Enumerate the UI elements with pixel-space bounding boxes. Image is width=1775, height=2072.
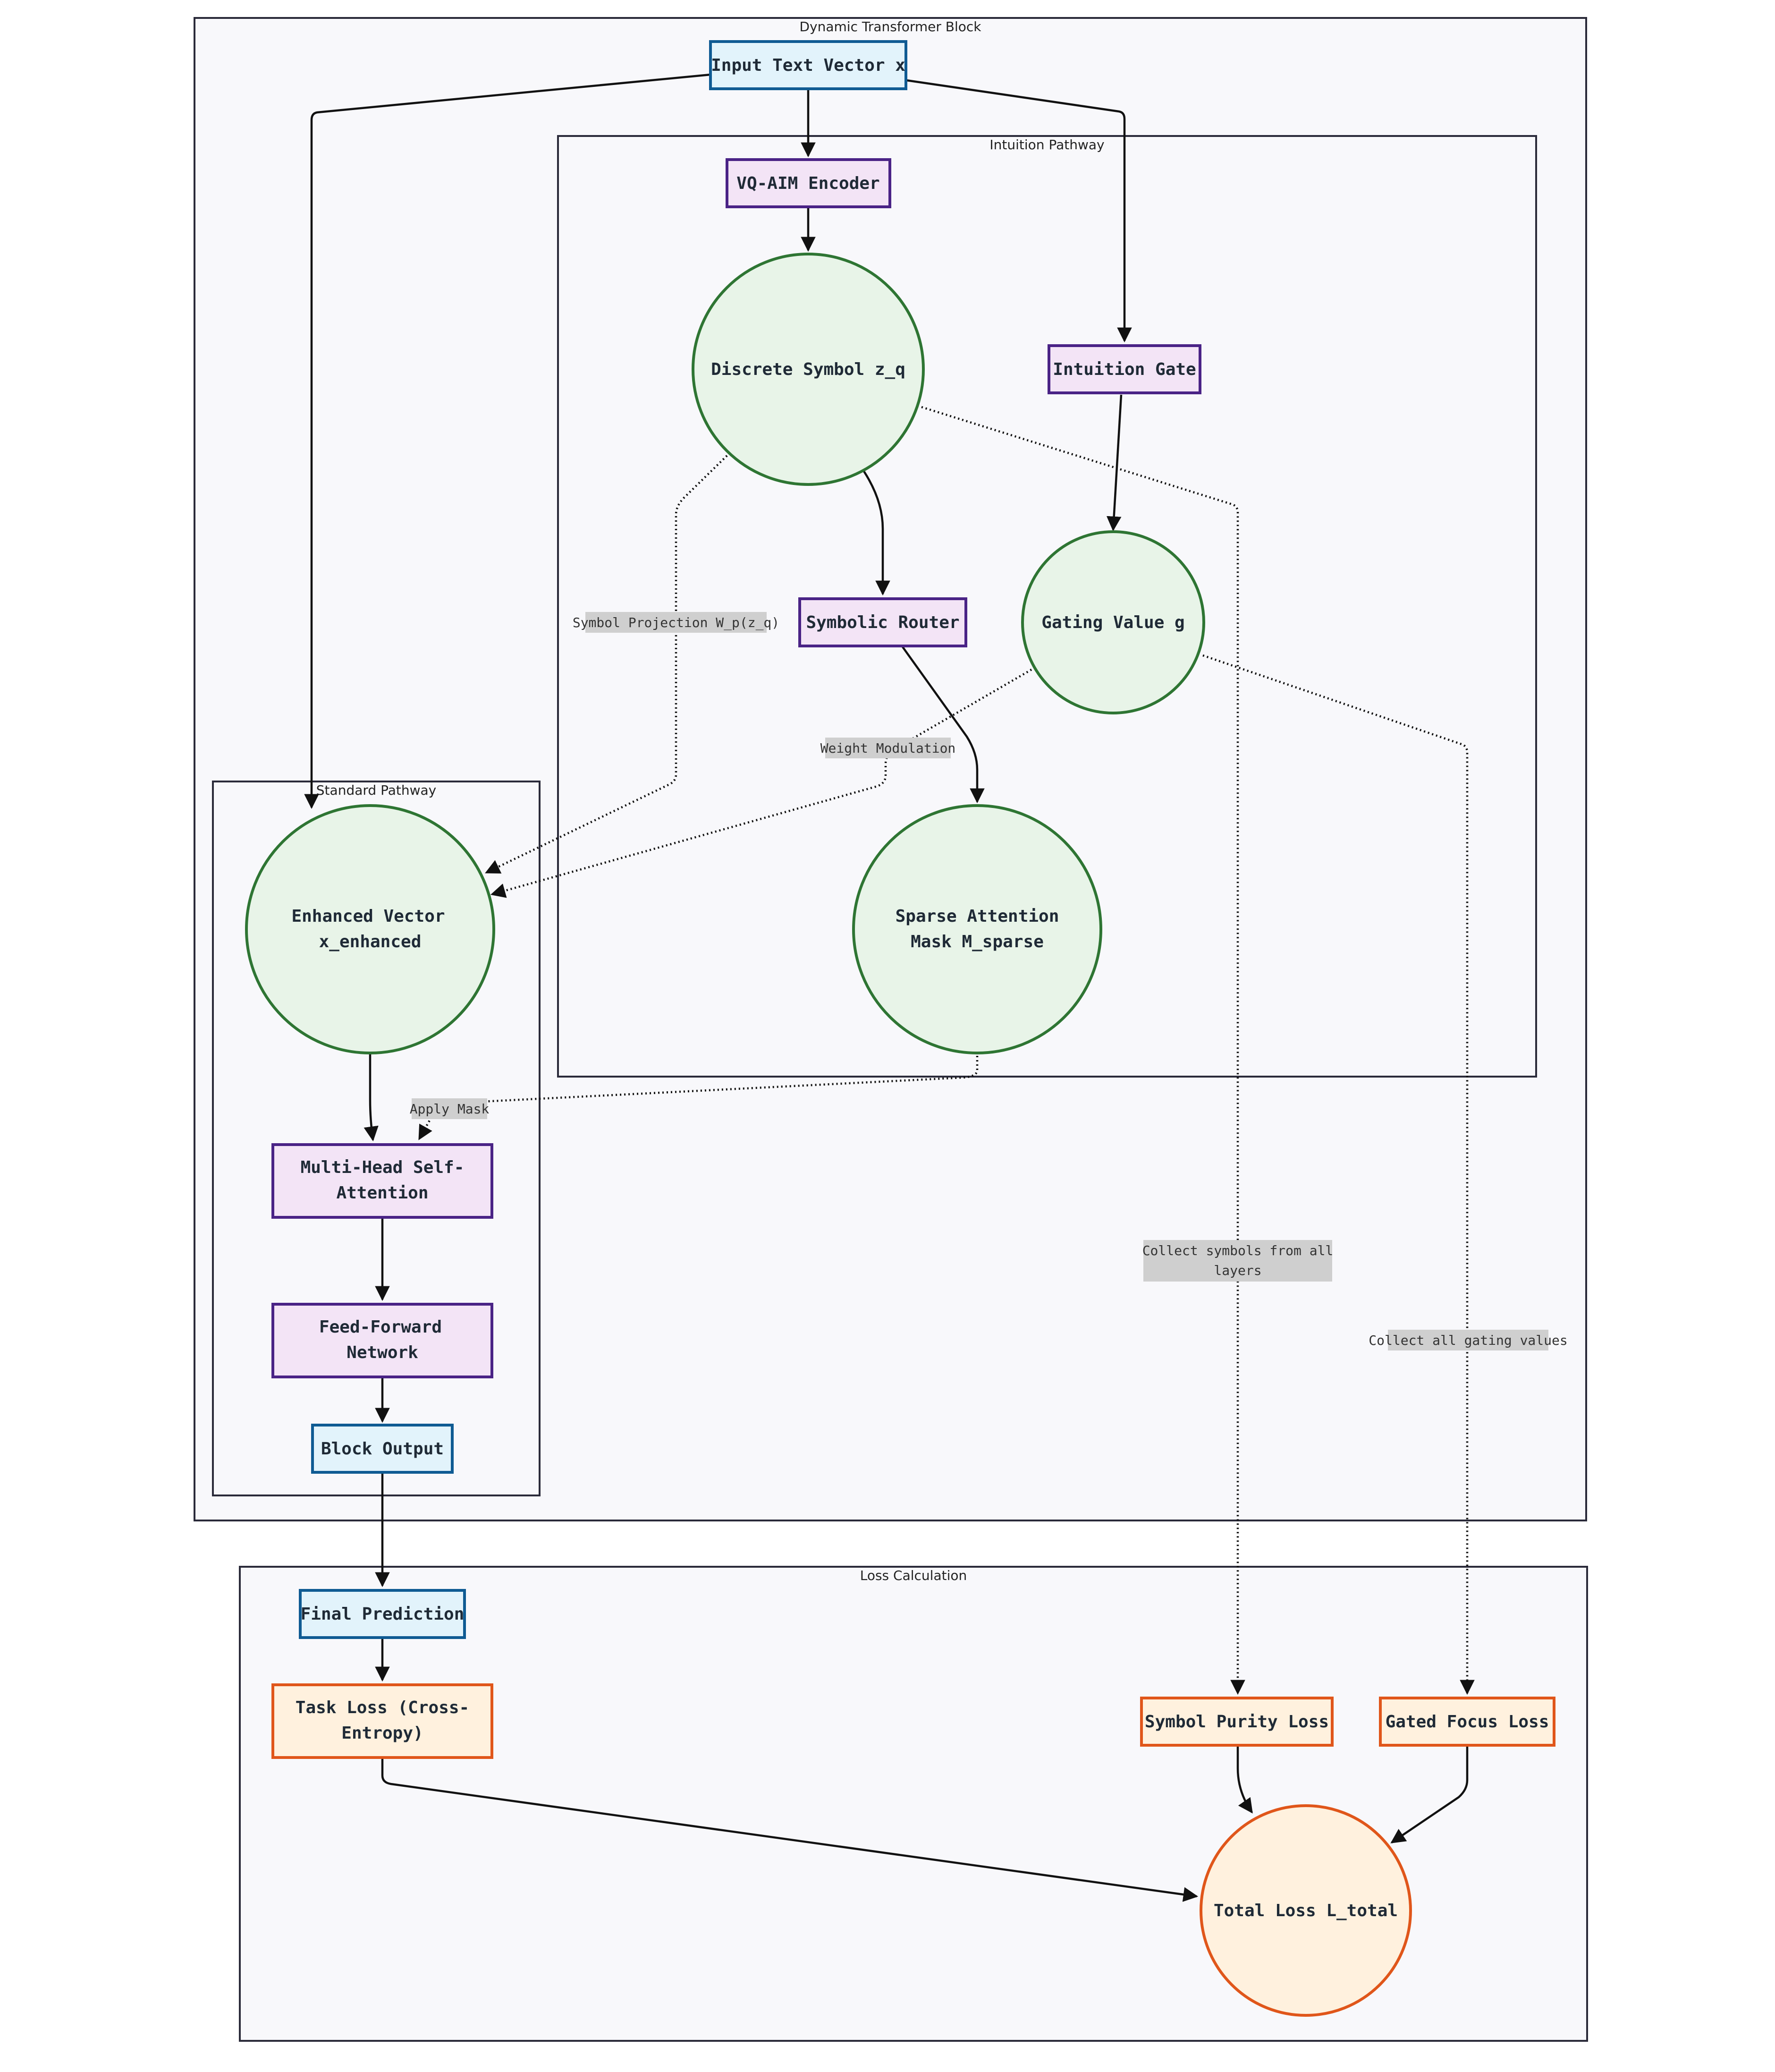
cluster-title-loss: Loss Calculation: [860, 1568, 967, 1583]
svg-text:Symbol Projection W_p(z_q): Symbol Projection W_p(z_q): [573, 615, 779, 631]
edge-input-to-intuition-gate: [906, 79, 1132, 343]
edge-symbol-to-router: [863, 470, 890, 596]
cluster-title-block: Dynamic Transformer Block: [799, 19, 981, 34]
edge-symbol-projection: [485, 455, 728, 874]
svg-text:Symbolic Router: Symbolic Router: [806, 613, 959, 632]
svg-text:x_enhanced: x_enhanced: [319, 932, 422, 951]
node-vq-aim-encoder[interactable]: VQ-AIM Encoder: [726, 158, 891, 208]
cluster-title-standard: Standard Pathway: [316, 782, 436, 798]
edge-label-apply-mask: Apply Mask: [410, 1098, 490, 1119]
edge-label-collect-symbols: Collect symbols from all layers: [1142, 1240, 1334, 1282]
edge-task-loss-to-total: [381, 1758, 1199, 1902]
svg-text:Enhanced Vector: Enhanced Vector: [291, 907, 445, 926]
svg-text:Discrete Symbol z_q: Discrete Symbol z_q: [711, 360, 905, 379]
svg-text:layers: layers: [1214, 1263, 1261, 1278]
node-final-prediction[interactable]: Final Prediction: [299, 1589, 466, 1639]
node-task-loss[interactable]: Task Loss (Cross- Entropy): [271, 1683, 493, 1759]
node-discrete-symbol[interactable]: Discrete Symbol z_q: [692, 253, 925, 486]
edge-label-weight-modulation: Weight Modulation: [820, 738, 956, 758]
edge-intuition-gate-to-gating: [1106, 394, 1123, 532]
edge-label-symbol-projection: Symbol Projection W_p(z_q): [573, 612, 779, 633]
svg-text:Weight Modulation: Weight Modulation: [820, 740, 956, 756]
edge-label-collect-gating: Collect all gating values: [1369, 1330, 1568, 1350]
svg-text:Apply Mask: Apply Mask: [410, 1101, 490, 1117]
svg-text:VQ-AIM Encoder: VQ-AIM Encoder: [736, 174, 879, 193]
svg-text:Task Loss (Cross-: Task Loss (Cross-: [296, 1698, 469, 1717]
svg-text:Gated Focus Loss: Gated Focus Loss: [1386, 1712, 1549, 1732]
svg-text:Collect symbols from all: Collect symbols from all: [1142, 1243, 1334, 1258]
node-input-text-vector[interactable]: Input Text Vector x: [709, 40, 907, 90]
node-block-output[interactable]: Block Output: [311, 1424, 454, 1474]
node-symbolic-router[interactable]: Symbolic Router: [798, 597, 967, 647]
svg-text:Attention: Attention: [336, 1183, 428, 1203]
svg-text:Final Prediction: Final Prediction: [301, 1605, 465, 1624]
svg-text:Input Text Vector x: Input Text Vector x: [711, 56, 905, 75]
svg-text:Multi-Head Self-: Multi-Head Self-: [301, 1158, 465, 1177]
svg-text:Entropy): Entropy): [341, 1724, 423, 1743]
node-intuition-gate[interactable]: Intuition Gate: [1048, 344, 1201, 394]
edge-enhanced-to-mhsa: [363, 1053, 379, 1142]
svg-text:Feed-Forward: Feed-Forward: [319, 1317, 442, 1337]
node-sparse-attention-mask[interactable]: Sparse Attention Mask M_sparse: [852, 804, 1102, 1054]
svg-text:Block Output: Block Output: [321, 1439, 444, 1459]
svg-text:Mask M_sparse: Mask M_sparse: [911, 932, 1044, 951]
node-total-loss[interactable]: Total Loss L_total: [1200, 1804, 1412, 2017]
edge-weight-modulation: [490, 669, 1032, 898]
svg-text:Intuition Gate: Intuition Gate: [1053, 360, 1196, 379]
dotted-edges: [418, 406, 1475, 1695]
node-symbol-purity-loss[interactable]: Symbol Purity Loss: [1140, 1697, 1334, 1747]
edge-input-to-enhanced: [304, 73, 711, 809]
svg-text:Total Loss L_total: Total Loss L_total: [1214, 1901, 1398, 1920]
node-feed-forward-network[interactable]: Feed-Forward Network: [271, 1303, 493, 1378]
edge-collect-symbols: [921, 406, 1245, 1695]
edge-router-to-mask: [902, 646, 985, 804]
cluster-title-intuition: Intuition Pathway: [989, 137, 1104, 153]
node-multi-head-self-attention[interactable]: Multi-Head Self- Attention: [271, 1143, 493, 1219]
node-enhanced-vector[interactable]: Enhanced Vector x_enhanced: [245, 804, 495, 1054]
svg-text:Collect all gating values: Collect all gating values: [1369, 1333, 1567, 1348]
svg-text:Sparse Attention: Sparse Attention: [896, 907, 1059, 926]
svg-text:Network: Network: [347, 1343, 418, 1362]
node-gated-focus-loss[interactable]: Gated Focus Loss: [1379, 1697, 1555, 1747]
svg-text:Gating Value g: Gating Value g: [1041, 613, 1184, 632]
edge-purity-to-total: [1236, 1746, 1253, 1814]
edge-focus-to-total: [1390, 1746, 1469, 1843]
solid-edges: [304, 73, 1469, 1902]
node-gating-value[interactable]: Gating Value g: [1021, 530, 1205, 714]
svg-text:Symbol Purity Loss: Symbol Purity Loss: [1145, 1712, 1329, 1732]
